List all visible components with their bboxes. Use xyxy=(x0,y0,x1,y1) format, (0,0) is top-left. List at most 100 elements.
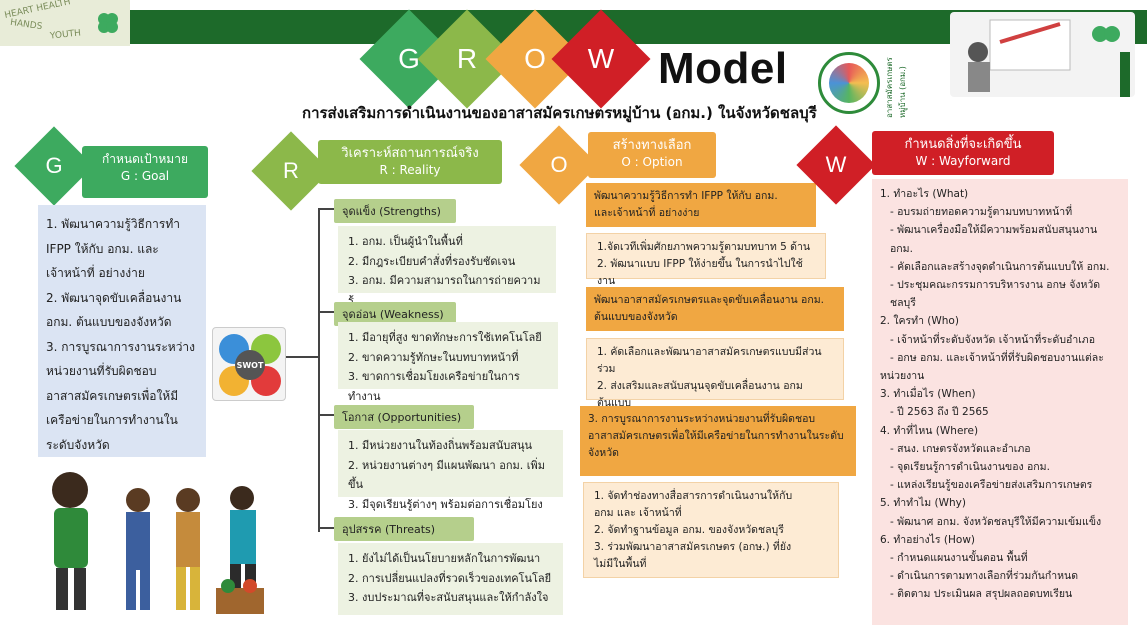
wayforward-line: - ประชุมคณะกรรมการบริหารงาน อกษ จังหวัดช… xyxy=(890,279,1101,310)
grow-diamond-g: G xyxy=(359,9,459,109)
connector-tick xyxy=(318,414,334,416)
wayforward-subtitle: W : Wayforward xyxy=(915,154,1011,168)
goal-line: อกม. ต้นแบบของจังหวัด xyxy=(46,315,172,329)
option-diamond: O xyxy=(519,125,599,205)
option-letter: O xyxy=(550,152,568,177)
goal-diamond: G xyxy=(14,126,94,206)
connector-tick xyxy=(318,208,334,210)
strengths-item: 2. มีกฎระเบียบคำสั่งที่รองรับชัดเจน xyxy=(348,254,516,268)
option-group-heading-2: พัฒนาอาสาสมัครเกษตรและจุดขับเคลื่อนงาน อ… xyxy=(586,287,844,331)
option-item: อกม และ เจ้าหน้าที่ xyxy=(594,507,682,519)
option-group-items-3: 1. จัดทำช่องทางสื่อสารการดำเนินงานให้กับ… xyxy=(583,482,839,578)
option-header: สร้างทางเลือก O : Option xyxy=(588,132,716,178)
wayforward-line: 4. ทำที่ไหน (Where) xyxy=(880,424,979,437)
reality-connector xyxy=(318,208,320,532)
weakness-item: 2. ขาดความรู้ทักษะในบทบาทหน้าที่ xyxy=(348,350,519,364)
wayforward-line: - เจ้าหน้าที่ระดับจังหวัด เจ้าหน้าที่ระด… xyxy=(890,333,1096,346)
wayforward-line: 3. ทำเมื่อไร (When) xyxy=(880,388,976,401)
option-item: 1. คัดเลือกและพัฒนาอาสาสมัครเกษตรแบบมีส่… xyxy=(597,346,822,375)
weakness-item: 3. ขาดการเชื่อมโยงเครือข่ายในการทำงาน xyxy=(348,370,520,403)
wayforward-line: - อบรมถ่ายทอดความรู้ตามบทบาทหน้าที่ xyxy=(890,206,1073,219)
wayforward-line: - สนง. เกษตรจังหวัดและอำเภอ xyxy=(890,442,1031,455)
option-heading-line: พัฒนาอาสาสมัครเกษตรและจุดขับเคลื่อนงาน อ… xyxy=(594,294,824,306)
option-heading-line: และเจ้าหน้าที่ อย่างง่าย xyxy=(594,207,700,219)
threats-label: อุปสรรค (Threats) xyxy=(334,517,474,541)
goal-subtitle: G : Goal xyxy=(120,169,170,183)
teacher-illustration xyxy=(950,12,1135,97)
reality-title: วิเคราะห์สถานการณ์จริง xyxy=(341,146,479,161)
swot-label: SWOT xyxy=(235,350,265,380)
wayforward-panel: 1. ทำอะไร (What) - อบรมถ่ายทอดความรู้ตามบ… xyxy=(872,179,1128,625)
page-subtitle: การส่งเสริมการดำเนินงานของอาสาสมัครเกษตร… xyxy=(302,104,817,122)
grow-diamond-w: W xyxy=(551,9,651,109)
option-title: สร้างทางเลือก xyxy=(612,138,692,153)
goal-line: ระดับจังหวัด xyxy=(46,437,110,452)
goal-line: หน่วยงานที่รับผิดชอบ xyxy=(46,364,157,378)
wayforward-line: 1. ทำอะไร (What) xyxy=(880,188,969,200)
option-item: 2. พัฒนาแบบ IFPP ให้ง่ายขึ้น ในการนำไปใช… xyxy=(597,258,803,287)
threats-item: 2. การเปลี่ยนแปลงที่รวดเร็วของเทคโนโลยี xyxy=(348,571,552,585)
wayforward-letter: W xyxy=(825,152,847,177)
option-item: 1. จัดทำช่องทางสื่อสารการดำเนินงานให้กับ xyxy=(594,490,793,502)
option-item: 3. ร่วมพัฒนาอาสาสมัครเกษตร (อกษ.) ที่ยัง xyxy=(594,541,792,553)
clover-icon xyxy=(98,13,118,33)
wayforward-line: - กำหนดแผนงานขั้นตอน พื้นที่ xyxy=(890,552,1028,565)
threats-item: 3. งบประมาณที่จะสนับสนุนและให้กำลังใจ xyxy=(348,591,549,604)
goal-panel: 1. พัฒนาความรู้วิธีการทำ IFPP ให้กับ อกม.… xyxy=(38,205,206,457)
weakness-box: 1. มีอายุที่สูง ขาดทักษะการใช้เทคโนโลยี 2… xyxy=(338,322,558,403)
option-group-items-2: 1. คัดเลือกและพัฒนาอาสาสมัครเกษตรแบบมีส่… xyxy=(586,338,844,443)
grow-diamond-r: R xyxy=(417,9,517,109)
connector-tick xyxy=(318,311,334,313)
option-subtitle: O : Option xyxy=(621,155,683,169)
connector-tick xyxy=(318,527,334,529)
option-heading-line: ต้นแบบของจังหวัด xyxy=(594,311,678,323)
option-heading-line: อาสาสมัครเกษตรเพื่อให้มีเครือข่ายในการทำ… xyxy=(588,430,844,442)
opportunities-item: 1. มีหน่วยงานในท้องถิ่นพร้อมสนับสนุน xyxy=(348,439,532,452)
swot-connector xyxy=(286,356,318,358)
goal-line: เจ้าหน้าที่ อย่างง่าย xyxy=(46,266,145,280)
option-item: 1.จัดเวทีเพิ่มศักยภาพความรู้ตามบทบาท 5 ด… xyxy=(597,241,811,253)
grow-letter-r: R xyxy=(456,43,478,74)
wayforward-header: กำหนดสิ่งที่จะเกิดขึ้น W : Wayforward xyxy=(872,131,1054,175)
goal-letter: G xyxy=(45,153,63,178)
goal-header: กำหนดเป้าหมาย G : Goal xyxy=(82,146,208,198)
wayforward-diamond: W xyxy=(796,125,876,205)
opportunities-box: 1. มีหน่วยงานในท้องถิ่นพร้อมสนับสนุน 2. ห… xyxy=(338,430,563,511)
grow-letter-w: W xyxy=(587,43,615,74)
wayforward-line: หน่วยงาน xyxy=(880,370,925,383)
reality-diamond: R xyxy=(251,131,331,211)
model-title: Model xyxy=(658,44,788,93)
threats-item: 1. ยังไม่ได้เป็นนโยบายหลักในการพัฒนา xyxy=(348,552,541,565)
option-heading-line: จังหวัด xyxy=(588,447,619,459)
option-heading-line: 3. การบูรณาการงานระหว่างหน่วยงานที่รับผิ… xyxy=(588,413,816,425)
threats-box: 1. ยังไม่ได้เป็นนโยบายหลักในการพัฒนา 2. ก… xyxy=(338,543,563,615)
goal-line: IFPP ให้กับ อกม. และ xyxy=(46,241,159,256)
goal-line: อาสาสมัครเกษตรเพื่อให้มี xyxy=(46,388,179,403)
reality-header: วิเคราะห์สถานการณ์จริง R : Reality xyxy=(318,140,502,184)
weakness-item: 1. มีอายุที่สูง ขาดทักษะการใช้เทคโนโลยี xyxy=(348,331,542,344)
swot-graphic: SWOT xyxy=(212,327,286,401)
grow-letter-o: O xyxy=(524,43,546,74)
opportunities-item: 3. มีจุดเรียนรู้ต่างๆ พร้อมต่อการเชื่อมโ… xyxy=(348,497,543,511)
wayforward-line: 5. ทำทำไม (Why) xyxy=(880,497,966,510)
reality-subtitle: R : Reality xyxy=(379,163,441,177)
logo-caption: อาสาสมัครเกษตรหมู่บ้าน (อกม.) xyxy=(885,57,907,118)
organization-logo xyxy=(818,52,880,114)
option-group-items-1: 1.จัดเวทีเพิ่มศักยภาพความรู้ตามบทบาท 5 ด… xyxy=(586,233,826,287)
opportunities-item: 2. หน่วยงานต่างๆ มีแผนพัฒนา อกม. เพิ่มขึ… xyxy=(348,458,546,492)
wayforward-line: - จุดเรียนรู้การดำเนินงานของ อกม. xyxy=(890,461,1050,474)
goal-line: 1. พัฒนาความรู้วิธีการทำ xyxy=(46,217,180,231)
option-group-heading-1: พัฒนาความรู้วิธีการทำ IFPP ให้กับ อกม.แล… xyxy=(586,183,816,227)
option-item: 2. จัดทำฐานข้อมูล อกม. ของจังหวัดชลบุรี xyxy=(594,524,784,536)
wayforward-line: - พัฒนาศ อกม. จังหวัดชลบุรีให้มีความเข้ม… xyxy=(890,515,1102,528)
goal-line: 2. พัฒนาจุดขับเคลื่อนงาน xyxy=(46,290,182,305)
option-group-heading-3: 3. การบูรณาการงานระหว่างหน่วยงานที่รับผิ… xyxy=(580,406,856,476)
wayforward-line: 2. ใครทำ (Who) xyxy=(880,315,959,328)
strengths-item: 3. อกม. มีความสามารถในการถ่ายความรู้ xyxy=(348,274,541,307)
wayforward-line: - ติดตาม ประเมินผล สรุปผลถอดบทเรียน xyxy=(890,588,1073,601)
grow-letter-g: G xyxy=(398,43,420,74)
goal-title: กำหนดเป้าหมาย xyxy=(102,152,188,166)
wayforward-line: - ปี 2563 ถึง ปี 2565 xyxy=(890,406,989,419)
strengths-item: 1. อกม. เป็นผู้นำในพื้นที่ xyxy=(348,235,463,248)
goal-line: เครือข่ายในการทำงานใน xyxy=(46,413,178,427)
